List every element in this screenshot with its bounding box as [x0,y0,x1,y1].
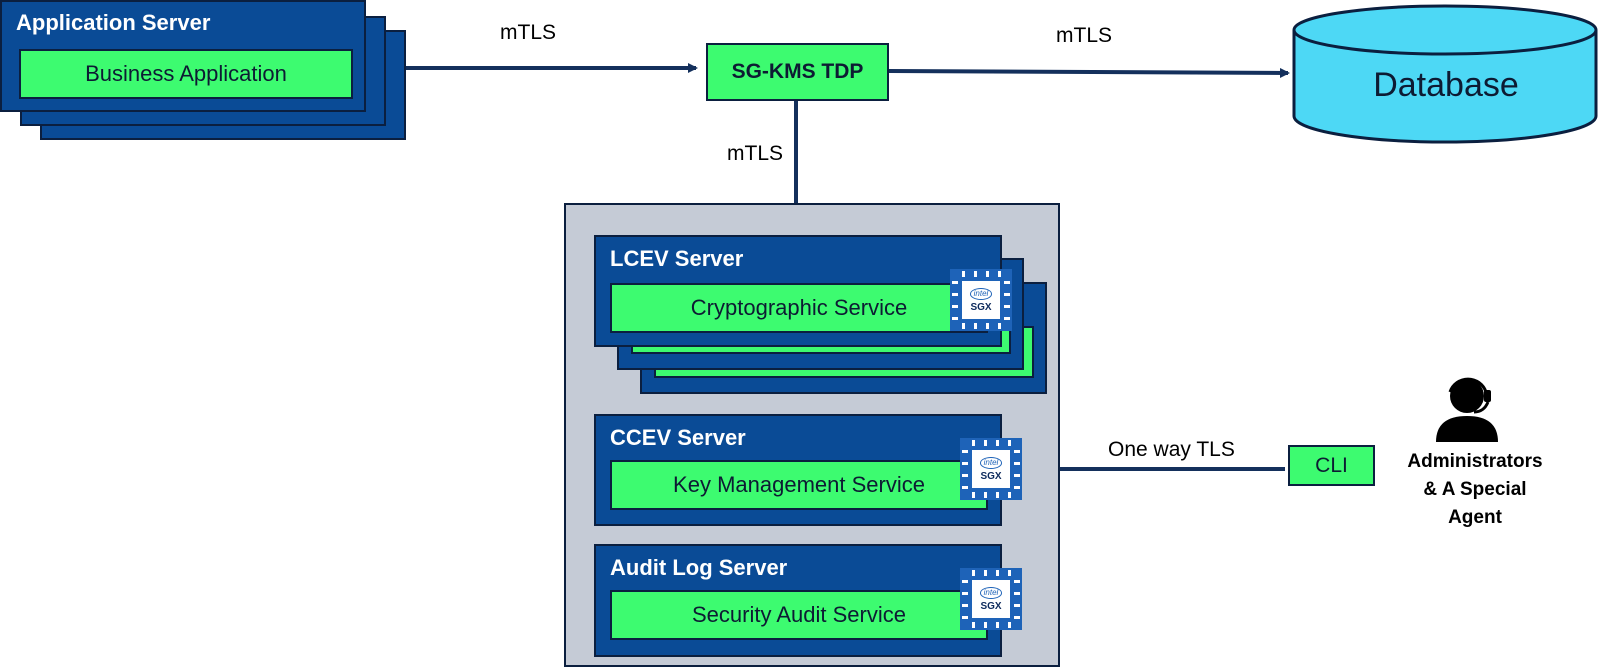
chip-pin [952,317,958,320]
chip-pin [1004,281,1010,284]
chip-pin [962,474,968,477]
chip-pin [986,271,989,277]
chip-pin [1008,622,1011,628]
chip-pin [1014,592,1020,595]
chip-pin [962,271,965,277]
sgx-label-audit: SGX [980,600,1002,612]
chip-pin [952,293,958,296]
administrators-label-line2: & A Special [1423,479,1527,500]
chip-pin [1014,486,1020,489]
sg-kms-tdp-box: SG-KMS TDP [706,43,889,101]
chip-pin [1014,474,1020,477]
database-label: Database [1373,66,1519,104]
chip-pin [962,450,968,453]
chip-pin [984,622,987,628]
application-server-title: Application Server [16,10,211,35]
chip-pin [962,592,968,595]
chip-pin [984,440,987,446]
chip-pin [962,323,965,329]
chip-pin [998,271,1001,277]
chip-pin [1004,305,1010,308]
one-way-tls-label: One way TLS [1108,438,1235,461]
chip-pin [1014,450,1020,453]
security-audit-service-box: Security Audit Service [610,590,988,640]
chip-pin [996,570,999,576]
chip-pin [962,486,968,489]
audit-log-server-title: Audit Log Server [610,555,788,580]
chip-pin [986,323,989,329]
chip-pin [1008,492,1011,498]
ccev-server-box: CCEV Server Key Management Service [594,414,1002,526]
administrators-label: Administrators & A Special Agent [1390,448,1560,532]
chip-pin [962,604,968,607]
chip-pin [962,616,968,619]
cli-box: CLI [1288,445,1375,486]
chip-pin [984,570,987,576]
chip-pin [974,323,977,329]
chip-pin [1008,570,1011,576]
intel-logo-ccev: intel [979,456,1003,469]
chip-pin [962,580,968,583]
chip-pin [1004,317,1010,320]
chip-pin [996,492,999,498]
chip-pin [984,492,987,498]
application-server-box: Application Server Business Application [0,0,366,112]
chip-pin [1008,440,1011,446]
chip-pin [952,305,958,308]
sgx-chip-icon-lcev: intel SGX [950,269,1012,331]
business-application-box: Business Application [19,49,353,99]
intel-logo-audit: intel [979,586,1003,599]
chip-pin [972,622,975,628]
mtls-label-app-to-tdp: mTLS [500,21,557,44]
intel-logo-lcev: intel [969,287,993,300]
chip-pin [1014,580,1020,583]
chip-pin [1014,604,1020,607]
chip-pin [972,440,975,446]
sgx-label-ccev: SGX [980,470,1002,482]
chip-pin [952,281,958,284]
chip-pin [998,323,1001,329]
chip-pin [1014,616,1020,619]
chip-pin [996,440,999,446]
lcev-server-title: LCEV Server [610,246,744,271]
sgx-chip-icon-ccev: intel SGX [960,438,1022,500]
key-management-service-box: Key Management Service [610,460,988,510]
cryptographic-service-box: Cryptographic Service [610,283,988,333]
administrators-label-line3: Agent [1448,507,1502,528]
mtls-label-tdp-to-cluster: mTLS [727,142,784,165]
sgx-label-lcev: SGX [970,301,992,313]
chip-pin [996,622,999,628]
mtls-label-tdp-to-db: mTLS [1056,24,1113,47]
chip-pin [1014,462,1020,465]
administrators-label-line1: Administrators [1407,451,1543,472]
chip-pin [972,492,975,498]
administrator-headset-icon [1436,377,1498,442]
arrow-tdp-to-database [884,67,1290,78]
chip-pin [962,462,968,465]
audit-log-server-box: Audit Log Server Security Audit Service [594,544,1002,657]
lcev-server-box: LCEV Server Cryptographic Service [594,235,1002,347]
sgx-chip-icon-audit: intel SGX [960,568,1022,630]
ccev-server-title: CCEV Server [610,425,746,450]
database-cylinder [1292,4,1598,144]
chip-pin [972,570,975,576]
chip-pin [1004,293,1010,296]
chip-pin [974,271,977,277]
